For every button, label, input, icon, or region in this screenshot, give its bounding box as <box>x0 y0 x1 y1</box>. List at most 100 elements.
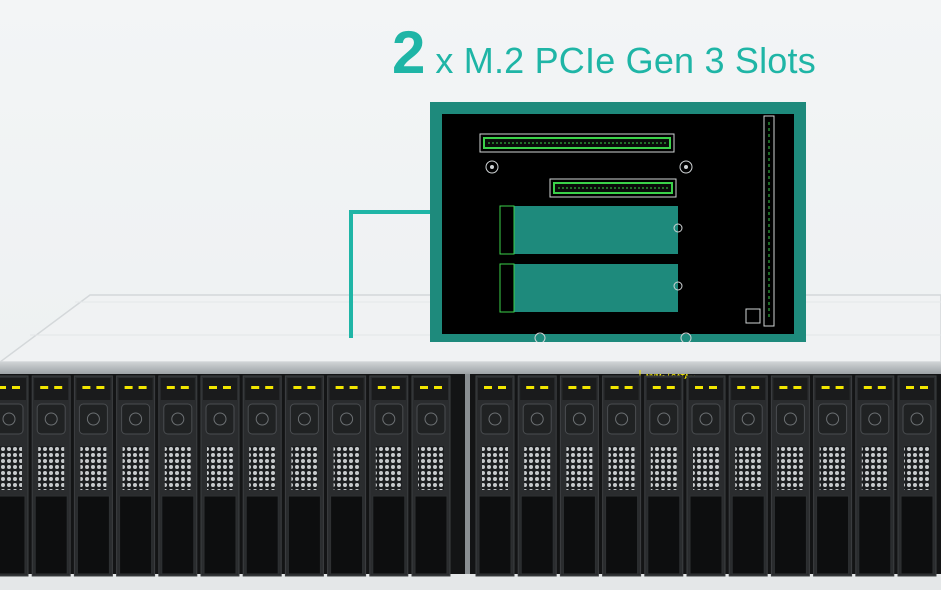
drive-bay <box>517 375 557 577</box>
m2-module-1 <box>499 205 683 255</box>
drive-bay <box>284 375 324 577</box>
drive-bay <box>602 375 642 577</box>
tray-release-button <box>36 403 66 435</box>
status-led <box>0 386 20 389</box>
vent-grille <box>566 446 593 490</box>
vent-grille <box>693 446 719 490</box>
drive-bay <box>31 375 71 577</box>
drive-bay <box>242 375 282 577</box>
mount-screw-icon <box>680 332 692 342</box>
drive-bays <box>0 375 937 577</box>
tray-release-button <box>121 403 151 435</box>
tray-release-button <box>860 403 890 435</box>
status-led <box>863 386 886 389</box>
m2-board-closeup <box>430 102 806 342</box>
status-led <box>166 386 189 389</box>
drive-bay <box>644 375 684 577</box>
tray-release-button <box>691 403 721 435</box>
status-led <box>526 386 549 389</box>
status-led <box>610 386 633 389</box>
vent-grille <box>207 446 233 490</box>
drive-bay <box>327 375 367 577</box>
drive-bay <box>686 375 726 577</box>
vent-grille <box>650 446 677 490</box>
tray-release-button <box>0 403 24 435</box>
status-led <box>695 386 717 389</box>
mount-screw-icon <box>485 160 499 174</box>
mount-screw-icon <box>679 160 693 174</box>
vent-grille <box>524 446 551 490</box>
tray-release-button <box>78 403 108 435</box>
status-led <box>568 386 591 389</box>
status-led <box>209 386 231 389</box>
m2-slot-1 <box>479 133 675 153</box>
drive-bay <box>770 375 810 577</box>
vent-grille <box>249 446 276 490</box>
status-led <box>82 386 105 389</box>
vent-grille <box>735 446 762 490</box>
tray-release-button <box>416 403 446 435</box>
headline-text: x M.2 PCIe Gen 3 Slots <box>435 40 816 81</box>
callout-connector <box>349 210 433 338</box>
drive-bay <box>855 375 895 577</box>
vent-grille <box>904 446 930 490</box>
drive-bay <box>200 375 240 577</box>
vent-grille <box>122 446 149 490</box>
vent-grille <box>291 446 318 490</box>
vent-grille <box>375 446 402 490</box>
tray-release-button <box>163 403 193 435</box>
tray-release-button <box>205 403 235 435</box>
status-led <box>906 386 928 389</box>
drive-bay <box>897 375 937 577</box>
status-led <box>251 386 274 389</box>
bay-divider <box>465 374 470 578</box>
drive-bay <box>411 375 451 577</box>
vent-grille <box>482 446 508 490</box>
drive-bay <box>559 375 599 577</box>
headline: 2 x M.2 PCIe Gen 3 Slots <box>392 18 816 88</box>
tray-release-button <box>607 403 637 435</box>
slot-count: 2 <box>392 19 426 86</box>
vent-grille <box>38 446 65 490</box>
m2-module-2 <box>499 263 683 313</box>
vent-grille <box>164 446 191 490</box>
vent-grille <box>418 446 444 490</box>
tray-release-button <box>649 403 679 435</box>
tray-release-button <box>902 403 932 435</box>
drive-bay <box>475 375 515 577</box>
status-led <box>652 386 675 389</box>
front-bezel-top <box>0 362 941 374</box>
status-led <box>779 386 802 389</box>
status-led <box>335 386 358 389</box>
tray-release-button <box>480 403 510 435</box>
board-edge-connector <box>745 115 775 327</box>
status-led <box>40 386 63 389</box>
status-led <box>821 386 844 389</box>
vent-grille <box>861 446 888 490</box>
status-led <box>484 386 506 389</box>
vent-grille <box>0 446 22 490</box>
vent-grille <box>819 446 846 490</box>
vent-grille <box>333 446 360 490</box>
chassis-base <box>0 574 941 590</box>
vent-grille <box>80 446 107 490</box>
server-front-panel: NVMe / SATA ▸▸ <box>0 362 941 590</box>
status-led <box>737 386 760 389</box>
drive-bay <box>369 375 409 577</box>
drive-bay <box>728 375 768 577</box>
tray-release-button <box>522 403 552 435</box>
tray-release-button <box>332 403 362 435</box>
drive-bay <box>73 375 113 577</box>
tray-release-button <box>733 403 763 435</box>
m2-slot-2 <box>549 178 677 198</box>
status-led <box>377 386 400 389</box>
drive-bay <box>158 375 198 577</box>
mount-screw-icon <box>534 332 546 342</box>
status-led <box>420 386 442 389</box>
tray-release-button <box>374 403 404 435</box>
tray-release-button <box>247 403 277 435</box>
vent-grille <box>777 446 804 490</box>
tray-release-button <box>289 403 319 435</box>
vent-grille <box>608 446 635 490</box>
tray-release-button <box>775 403 805 435</box>
